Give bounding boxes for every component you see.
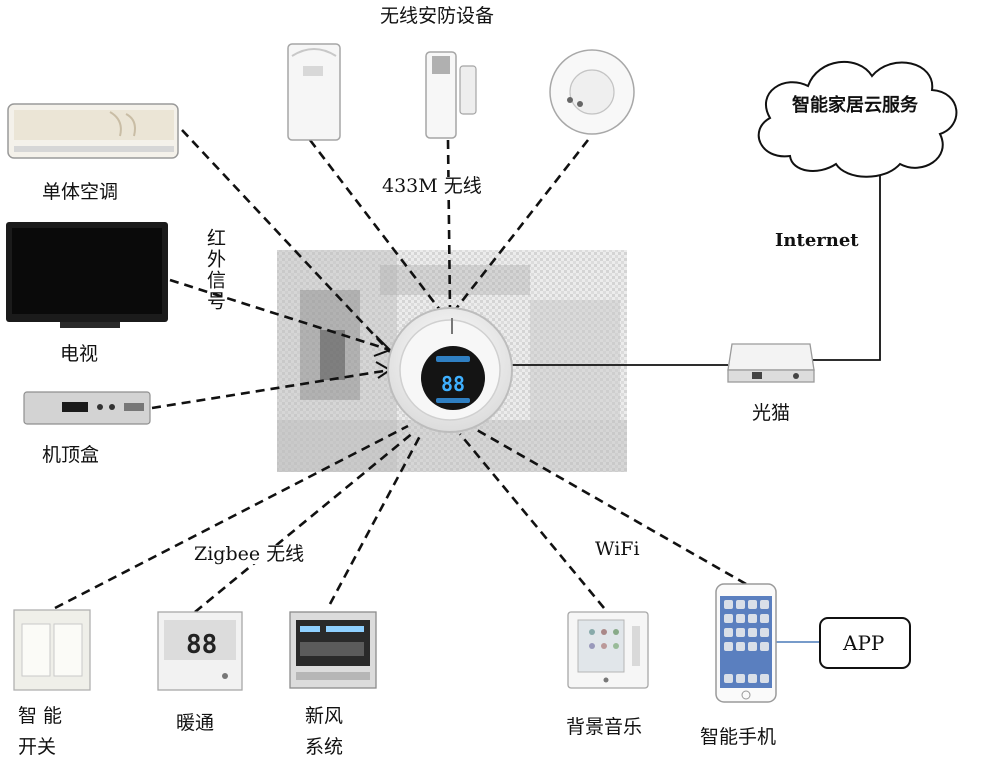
room-background-image	[277, 250, 627, 472]
label-tv: 电视	[60, 343, 99, 365]
app-box	[819, 617, 911, 669]
label-fresh-air-line2: 系统	[305, 736, 344, 758]
link-pir-sensor	[308, 139, 442, 311]
label-smartphone: 智能手机	[700, 726, 777, 748]
optical-modem-image	[727, 343, 815, 383]
connections	[54, 129, 747, 614]
label-433m-wireless: 433M 无线	[380, 175, 484, 197]
smart-hub-panel: 88	[387, 307, 513, 433]
label-set-top-box: 机顶盒	[42, 444, 100, 466]
link-modem-cloud	[812, 172, 881, 361]
thermostat-display-digits: 88	[186, 630, 217, 660]
air-conditioner-image	[7, 103, 179, 159]
music-panel-image	[567, 611, 649, 689]
smartphone-image	[715, 583, 777, 703]
solid-links	[508, 172, 881, 643]
link-aircon	[181, 129, 391, 353]
label-app: APP	[843, 631, 885, 655]
link-smoke-detector	[453, 139, 590, 311]
link-thermostat	[194, 430, 415, 614]
label-smart-switch-line2: 开关	[18, 736, 57, 758]
pir-sensor-image	[287, 43, 341, 141]
label-smart-switch-line1: 智 能	[18, 705, 63, 727]
label-optical-modem: 光猫	[752, 402, 791, 424]
hub-display-digits: 88	[441, 372, 465, 396]
smoke-detector-image	[549, 49, 635, 135]
label-air-conditioner: 单体空调	[42, 181, 119, 203]
label-infrared-signal: 红外信号	[204, 228, 226, 312]
link-music	[458, 433, 606, 609]
cloud-shape	[757, 60, 958, 178]
tv-image	[6, 222, 168, 328]
label-wifi: WiFi	[595, 538, 640, 560]
link-switch	[54, 424, 409, 610]
link-tv	[169, 278, 391, 352]
label-cloud-service: 智能家居云服务	[792, 95, 918, 116]
smart-switch-image	[13, 609, 91, 691]
link-stb	[151, 368, 391, 410]
label-background-music: 背景音乐	[566, 716, 643, 738]
label-fresh-air-line1: 新风	[305, 705, 344, 727]
label-hvac: 暖通	[176, 712, 215, 734]
label-zigbee-wireless: Zigbee 无线	[192, 543, 307, 565]
label-internet: Internet	[775, 230, 859, 251]
link-door-sensor	[446, 139, 452, 311]
set-top-box-image	[23, 391, 151, 425]
hvac-thermostat-image: 88	[157, 611, 243, 691]
label-wireless-security: 无线安防设备	[380, 5, 495, 27]
link-fresh-air	[328, 435, 422, 605]
fresh-air-panel-image	[289, 611, 377, 689]
link-phone	[469, 424, 747, 586]
door-sensor-image	[425, 51, 477, 139]
